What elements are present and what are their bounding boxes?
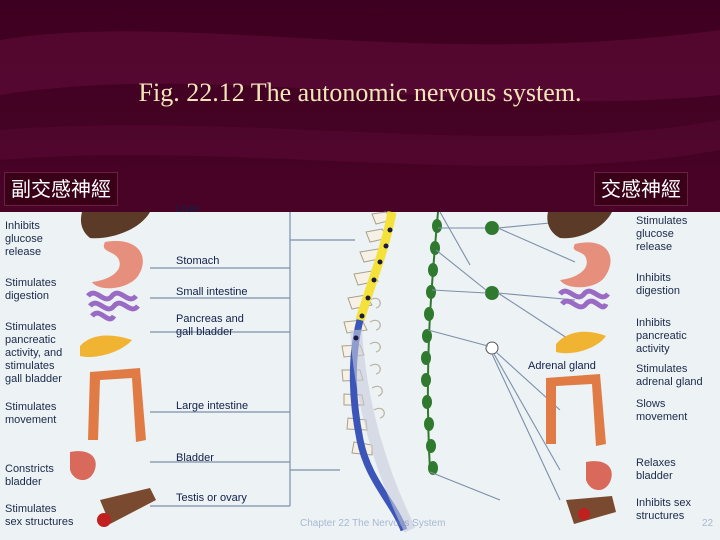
effect-stimulates-adrenal-gland: Stimulates adrenal gland bbox=[636, 363, 703, 389]
organ-label-large-intestine: Large intestine bbox=[176, 400, 248, 413]
effect-inhibits-pancreatic-activity: Inhibits pancreatic activity bbox=[636, 317, 687, 356]
effect-stimulates-pancreatic-activity: Stimulates pancreatic activity, and stim… bbox=[5, 321, 62, 386]
effect-inhibits-digestion: Inhibits digestion bbox=[636, 272, 680, 298]
effect-inhibits-sex-structures: Inhibits sex structures bbox=[636, 497, 691, 523]
celiac-ganglion bbox=[485, 221, 499, 235]
effect-stimulates-sex-structures: Stimulates sex structures bbox=[5, 503, 73, 529]
organ-label-adrenal-gland: Adrenal gland bbox=[528, 360, 596, 373]
footer-chapter: Chapter 22 The Nervous System bbox=[300, 518, 445, 529]
ovary-shape-right bbox=[578, 508, 590, 520]
effect-stimulates-digestion: Stimulates digestion bbox=[5, 277, 56, 303]
effect-constricts-bladder: Constricts bladder bbox=[5, 463, 54, 489]
organ-label-stomach: Stomach bbox=[176, 255, 219, 268]
organ-label-bladder: Bladder bbox=[176, 452, 214, 465]
effect-inhibits-glucose-release: Inhibits glucose release bbox=[5, 220, 43, 259]
effect-stimulates-movement: Stimulates movement bbox=[5, 401, 56, 427]
effect-stimulates-glucose-release: Stimulates glucose release bbox=[636, 215, 687, 254]
slide-title: Fig. 22.12 The autonomic nervous system. bbox=[0, 78, 720, 108]
effect-slows-movement: Slows movement bbox=[636, 398, 687, 424]
organ-label-testis-ovary: Testis or ovary bbox=[176, 492, 247, 505]
footer-page-number: 22 bbox=[702, 518, 713, 529]
organ-label-pancreas-gall-bladder: Pancreas and gall bladder bbox=[176, 313, 244, 339]
sympathetic-tag: 交感神經 bbox=[594, 172, 688, 206]
organ-label-liver: Liver bbox=[176, 203, 200, 216]
parasympathetic-tag: 副交感神經 bbox=[4, 172, 118, 206]
superior-mesenteric-ganglion bbox=[485, 286, 499, 300]
organ-label-small-intestine: Small intestine bbox=[176, 286, 248, 299]
ovary-shape bbox=[97, 513, 111, 527]
effect-relaxes-bladder: Relaxes bladder bbox=[636, 457, 676, 483]
